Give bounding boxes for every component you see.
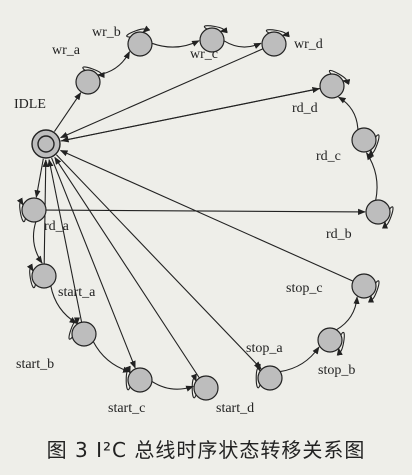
self-loop-rd_d: [328, 69, 351, 86]
state-label-rd_d: rd_d: [292, 101, 318, 116]
edge-IDLE-to-start_c: [51, 157, 136, 369]
figure-caption: 图 3 I²C 总线时序状态转移关系图: [46, 438, 366, 462]
edge-start_c-to-start_d: [151, 380, 194, 392]
state-label-start_a: start_a: [58, 285, 96, 300]
edge-start_d-to-IDLE: [54, 156, 200, 379]
state-circle-wr_a: [75, 69, 101, 95]
edge-start_b-to-IDLE: [47, 158, 83, 323]
state-label-start_c: start_c: [108, 401, 145, 416]
self-loop-stop_c: [367, 280, 380, 303]
edge-IDLE-to-stop_a: [56, 154, 262, 370]
state-label-start_b: start_b: [16, 357, 54, 372]
state-circle-start_a: [31, 263, 57, 289]
state-circle-rd_a: [21, 197, 47, 223]
self-loop-wr_a: [82, 66, 105, 79]
state-label-wr_d: wr_d: [294, 37, 323, 52]
state-circle-rd_c: [351, 127, 377, 153]
state-node-rd_d: [319, 73, 345, 99]
state-node-rd_c: [351, 127, 377, 153]
edge-IDLE-to-rd_a: [34, 158, 44, 198]
state-circle-stop_c: [351, 273, 377, 299]
state-label-rd_c: rd_c: [316, 149, 341, 164]
state-label-stop_a: stop_a: [246, 341, 283, 356]
self-loop-start_b: [68, 317, 81, 340]
state-node-start_b: [71, 321, 97, 347]
edge-rd_a-to-rd_b: [45, 208, 366, 215]
state-label-wr_b: wr_b: [92, 25, 121, 40]
edge-rd_c-to-rd_d: [337, 96, 359, 130]
state-node-stop_a: [257, 365, 283, 391]
edge-start_a-to-start_b: [50, 285, 78, 324]
edge-wr_b-to-wr_c: [151, 40, 200, 48]
state-label-wr_c: wr_c: [190, 47, 218, 62]
state-label-wr_a: wr_a: [52, 43, 81, 58]
state-label-stop_c: stop_c: [286, 281, 323, 296]
self-loop-wr_d: [265, 29, 290, 38]
initial-state-inner-ring: [37, 135, 55, 153]
self-loop-rd_a: [16, 197, 26, 223]
state-label-rd_a: rd_a: [44, 219, 70, 234]
edge-rd_a-to-start_a: [32, 221, 43, 264]
self-loops: [16, 25, 394, 399]
self-loop-rd_c: [367, 134, 380, 157]
state-circle-rd_d: [319, 73, 345, 99]
state-nodes: [21, 27, 391, 401]
edge-rd_b-to-rd_c: [366, 152, 378, 201]
state-node-rd_a: [21, 197, 47, 223]
self-loop-start_d: [190, 373, 197, 399]
state-circle-stop_b: [317, 327, 343, 353]
edge-stop_a-to-stop_b: [280, 346, 320, 373]
state-circle-wr_c: [199, 27, 225, 53]
state-label-rd_b: rd_b: [326, 227, 352, 242]
edge-stop_b-to-stop_c: [336, 296, 360, 331]
state-node-wr_c: [199, 27, 225, 53]
state-node-stop_c: [351, 273, 377, 299]
transition-edges: [32, 40, 378, 392]
state-circle-start_d: [193, 375, 219, 401]
state-circle-start_c: [127, 367, 153, 393]
state-node-wr_b: [127, 31, 153, 57]
self-loop-start_a: [26, 263, 36, 289]
state-node-rd_b: [365, 199, 391, 225]
edge-IDLE-to-wr_a: [53, 92, 82, 132]
state-node-wr_a: [75, 69, 101, 95]
state-label-IDLE: IDLE: [14, 97, 46, 112]
state-circle-rd_b: [365, 199, 391, 225]
state-node-wr_d: [261, 31, 287, 57]
edge-wr_d-to-IDLE: [59, 48, 264, 139]
state-labels: IDLE wr_a wr_b wr_c wr_d rd_d rd_c rd_b rd_astar…: [14, 25, 355, 416]
state-node-IDLE: [31, 129, 61, 159]
state-circle-start_b: [71, 321, 97, 347]
state-node-start_a: [31, 263, 57, 289]
self-loop-wr_c: [203, 25, 228, 34]
state-node-stop_b: [317, 327, 343, 353]
state-transition-diagram: IDLE wr_a wr_b wr_c wr_d rd_d rd_c rd_b rd_astar…: [14, 25, 394, 416]
state-node-start_c: [127, 367, 153, 393]
state-node-start_d: [193, 375, 219, 401]
edge-wr_a-to-wr_b: [97, 51, 130, 76]
edge-wr_c-to-wr_d: [223, 40, 262, 49]
state-label-start_d: start_d: [216, 401, 254, 416]
self-loop-stop_b: [336, 331, 345, 356]
edge-stop_c-to-IDLE: [59, 149, 354, 282]
state-label-stop_b: stop_b: [318, 363, 355, 378]
state-circle-wr_d: [261, 31, 287, 57]
edge-start_b-to-start_c: [92, 341, 131, 373]
state-circle-stop_a: [257, 365, 283, 391]
state-circle-wr_b: [127, 31, 153, 57]
self-loop-wr_b: [126, 25, 151, 38]
self-loop-rd_b: [381, 206, 394, 229]
self-loop-stop_a: [254, 363, 261, 389]
self-loop-start_c: [124, 365, 131, 391]
edge-IDLE-to-rd_d: [60, 86, 321, 142]
